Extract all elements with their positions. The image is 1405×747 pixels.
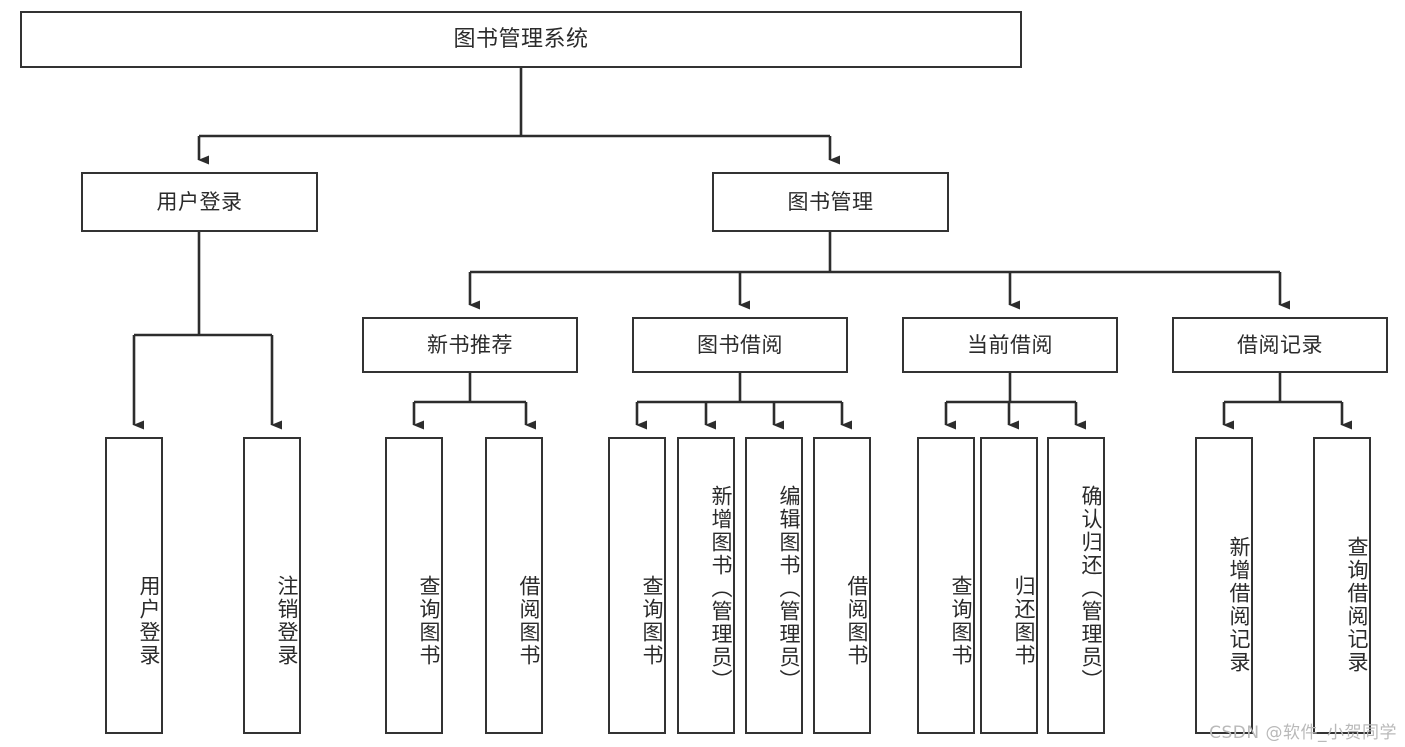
node-label: 借阅图书 [845,574,869,667]
node-label: 图书管理 [787,189,874,214]
node-label: 新书推荐 [427,332,513,357]
node-root-system[interactable]: 图书管理系统 [20,11,1022,68]
leaf-confirm-return-admin[interactable]: 确认归还（管理员） [1047,437,1105,734]
node-label: 归还图书 [1012,574,1036,667]
node-label: 查询图书 [949,574,973,667]
node-user-login[interactable]: 用户登录 [81,172,318,232]
leaf-return-book[interactable]: 归还图书 [980,437,1038,734]
node-borrow-record[interactable]: 借阅记录 [1172,317,1388,373]
node-label: 用户登录 [137,574,161,667]
node-label: 查询借阅记录 [1345,535,1369,674]
node-new-book-recommend[interactable]: 新书推荐 [362,317,578,373]
leaf-borrow-book-recommend[interactable]: 借阅图书 [485,437,543,734]
leaf-logout[interactable]: 注销登录 [243,437,301,734]
node-label: 查询图书 [640,574,664,667]
node-label: 确认归还（管理员） [1079,485,1103,692]
node-label: 用户登录 [156,189,243,214]
node-label: 新增借阅记录 [1227,535,1251,674]
node-label: 查询图书 [417,574,441,667]
node-label: 编辑图书（管理员） [777,485,801,692]
node-label: 新增图书（管理员） [709,485,733,692]
node-label: 借阅图书 [517,574,541,667]
node-current-borrow[interactable]: 当前借阅 [902,317,1118,373]
node-label: 图书管理系统 [453,26,589,52]
node-label: 注销登录 [275,574,299,667]
leaf-query-borrow-record[interactable]: 查询借阅记录 [1313,437,1371,734]
leaf-query-book-recommend[interactable]: 查询图书 [385,437,443,734]
leaf-borrow-book[interactable]: 借阅图书 [813,437,871,734]
node-book-management[interactable]: 图书管理 [712,172,949,232]
node-label: 借阅记录 [1237,332,1323,357]
leaf-query-book-borrow[interactable]: 查询图书 [608,437,666,734]
leaf-edit-book-admin[interactable]: 编辑图书（管理员） [745,437,803,734]
leaf-query-book-current[interactable]: 查询图书 [917,437,975,734]
node-label: 当前借阅 [967,332,1053,357]
leaf-user-login[interactable]: 用户登录 [105,437,163,734]
watermark: CSDN @软件_小贺同学 [1209,723,1397,743]
leaf-add-borrow-record[interactable]: 新增借阅记录 [1195,437,1253,734]
node-book-borrow[interactable]: 图书借阅 [632,317,848,373]
leaf-add-book-admin[interactable]: 新增图书（管理员） [677,437,735,734]
node-label: 图书借阅 [697,332,783,357]
